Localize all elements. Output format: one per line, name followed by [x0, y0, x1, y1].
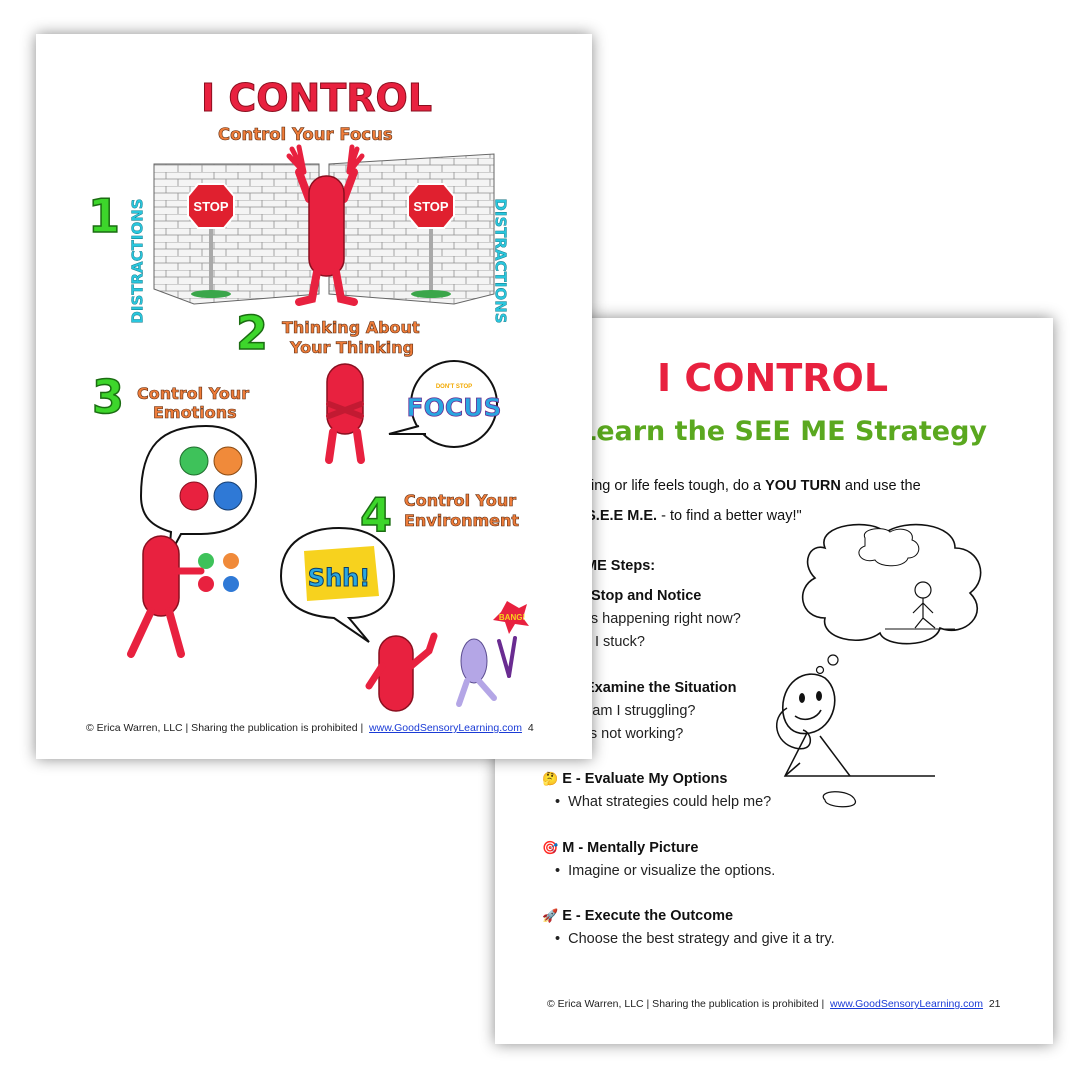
stop-sign-right: STOP: [407, 183, 455, 298]
step-s-bullet-2: I stuck?: [595, 634, 645, 650]
website-link[interactable]: www.GoodSensoryLearning.com: [369, 722, 522, 734]
thinking-character-illustration: FOCUS DON'T STOP: [325, 360, 502, 464]
step-evaluate-bullet-1: • What strategies could help me?: [555, 794, 772, 810]
distractions-label-left: DISTRACTIONS: [128, 198, 147, 324]
rocket-icon: 🚀: [542, 908, 559, 923]
focus-bubble-small-text: DON'T STOP: [436, 384, 472, 390]
step-number-2: 2: [235, 305, 269, 361]
red-character-arms-up: [286, 144, 365, 306]
target-icon: 🎯: [542, 840, 559, 855]
page-number: 21: [988, 998, 1001, 1010]
page-number: 4: [527, 722, 534, 734]
step-4-label-line1: Control Your: [404, 491, 517, 511]
steps-heading: ME Steps:: [585, 558, 656, 574]
footer: © Erica Warren, LLC | Sharing the public…: [547, 998, 1001, 1010]
distractions-label-right: DISTRACTIONS: [491, 198, 510, 324]
step-execute-bullet-1: • Choose the best strategy and give it a…: [555, 931, 835, 947]
step-mentally-bullet-1: • Imagine or visualize the options.: [555, 863, 776, 879]
bang-text: BANG!: [499, 613, 525, 622]
environment-illustration: Shh! BANG!: [279, 526, 529, 712]
emotions-illustration: [127, 424, 258, 658]
svg-text:STOP: STOP: [193, 199, 228, 214]
step-mentally-head: 🎯 M - Mentally Picture: [542, 840, 699, 856]
shh-bubble-text: Shh!: [308, 564, 370, 592]
stop-sign-left: STOP: [187, 183, 235, 298]
step-2-label-line2: Your Thinking: [290, 338, 415, 358]
step-4-label-line2: Environment: [404, 511, 520, 531]
step-number-1: 1: [87, 188, 121, 244]
intro-line-1: earning or life feels tough, do a YOU TU…: [562, 478, 921, 494]
step-s-head: Stop and Notice: [591, 588, 702, 604]
page-title: I CONTROL: [200, 76, 433, 121]
svg-text:STOP: STOP: [413, 199, 448, 214]
worksheet-page-4: I CONTROL Control Your Focus STOP STOP: [36, 34, 592, 759]
focus-bubble-text: FOCUS: [407, 393, 502, 422]
page-subtitle: Control Your Focus: [218, 125, 393, 145]
worksheet-page-21: I CONTROL Learn the SEE ME Strategy earn…: [495, 318, 1053, 1044]
thinking-figure-illustration: [776, 523, 982, 808]
website-link[interactable]: www.GoodSensoryLearning.com: [830, 998, 983, 1010]
thinking-face-icon: 🤔: [542, 771, 559, 786]
brick-wall-illustration: STOP STOP: [153, 144, 495, 306]
page-title: I CONTROL: [657, 356, 889, 400]
step-execute-head: 🚀 E - Execute the Outcome: [542, 908, 734, 924]
step-s-bullet-1: at's happening right now?: [576, 611, 741, 627]
footer: © Erica Warren, LLC | Sharing the public…: [86, 722, 534, 734]
step-e-head: Examine the Situation: [585, 680, 737, 696]
step-number-3: 3: [91, 369, 125, 425]
step-2-label-line1: Thinking About: [282, 318, 420, 338]
page-subtitle: Learn the SEE ME Strategy: [579, 416, 987, 447]
step-3-label-line2: Emotions: [153, 403, 237, 423]
step-e-bullet-1: y am I struggling?: [581, 703, 696, 719]
step-e-bullet-2: at's not working?: [575, 726, 684, 742]
step-evaluate-head: 🤔 E - Evaluate My Options: [542, 771, 728, 787]
step-3-label-line1: Control Your: [137, 384, 250, 404]
